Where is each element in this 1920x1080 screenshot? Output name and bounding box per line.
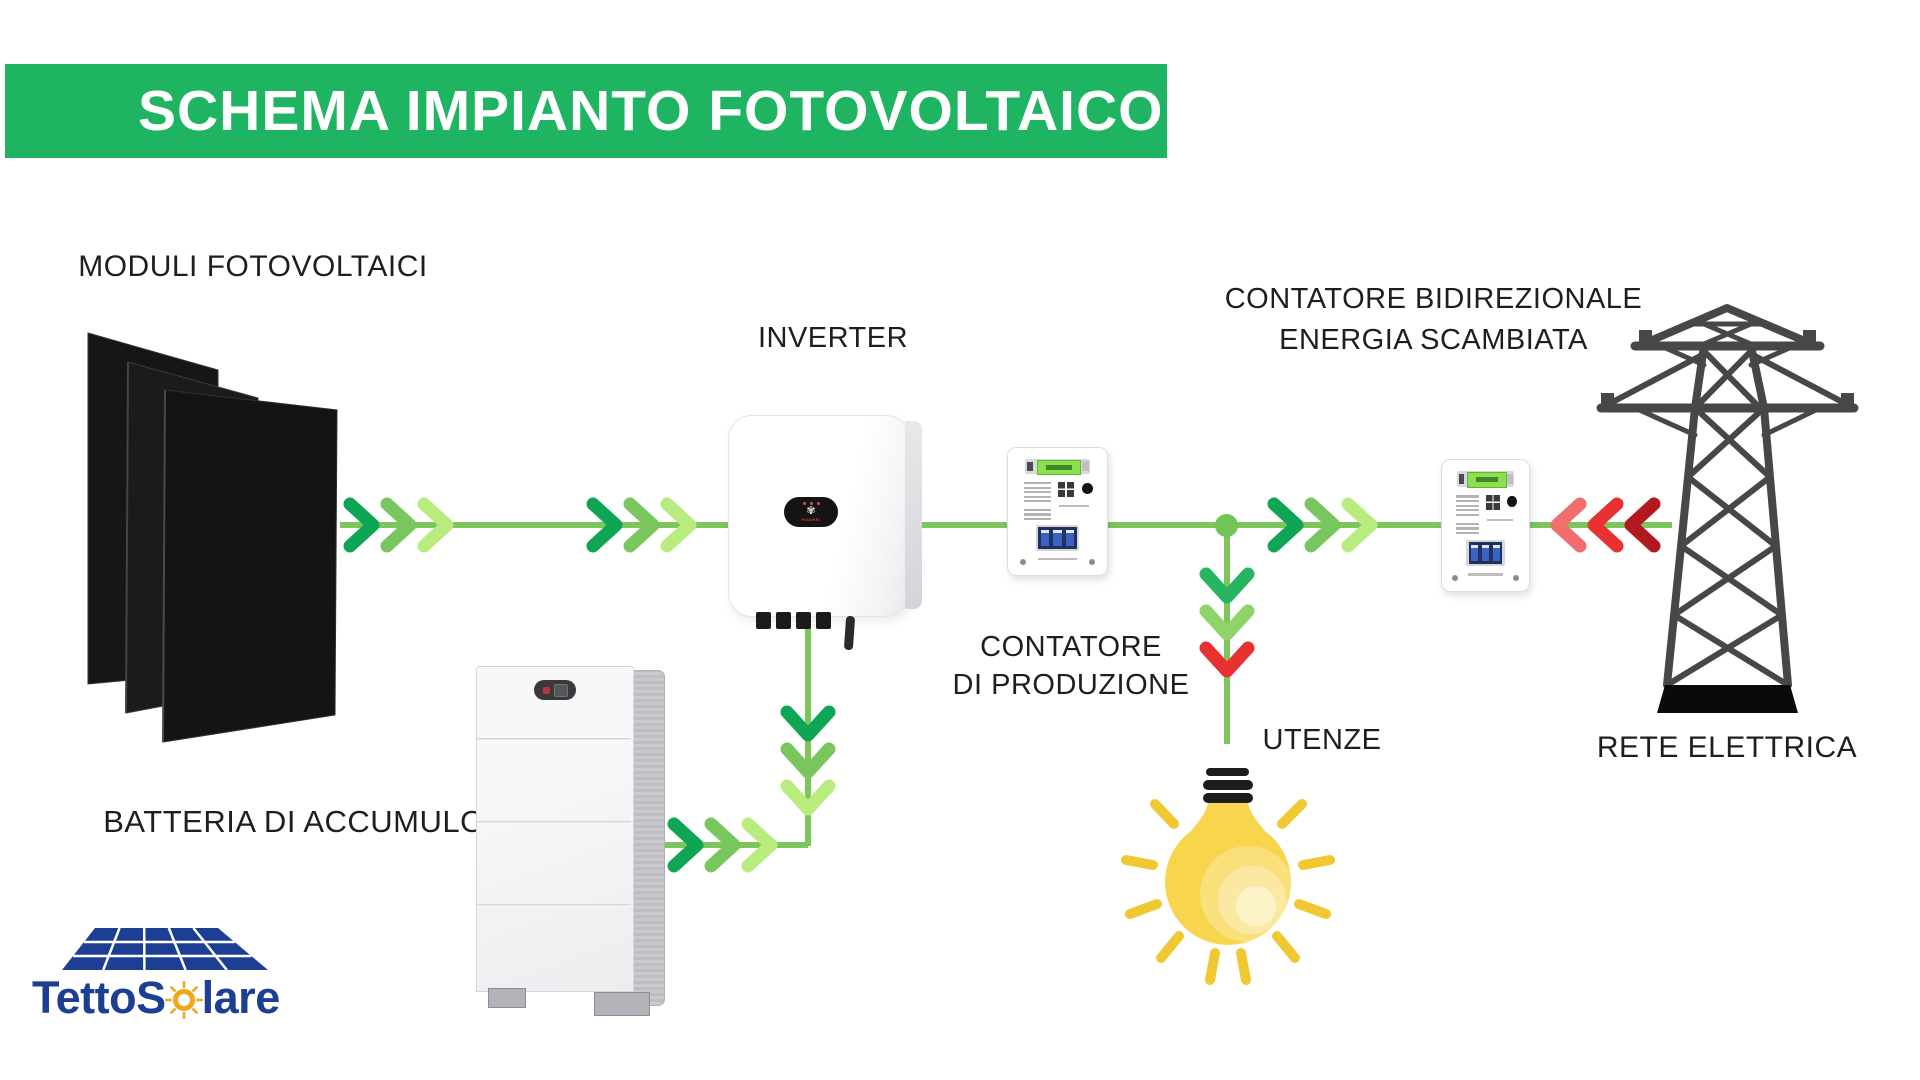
meter-qr-code <box>1058 482 1075 497</box>
flow-arrows-to-exchange-meter-icon <box>1267 497 1378 553</box>
battery-foot <box>488 988 526 1008</box>
label-production-meter: CONTATORE DI PRODUZIONE <box>946 628 1196 704</box>
meter-screw <box>1019 559 1026 566</box>
meter-round-button <box>1082 482 1094 494</box>
huawei-wordmark: HUAWEI <box>801 517 821 522</box>
battery-display <box>534 680 576 700</box>
meter-breaker <box>1038 527 1077 549</box>
title-banner: SCHEMA IMPIANTO FOTOVOLTAICO <box>5 64 1167 158</box>
logo-sun-icon <box>164 981 203 1019</box>
inverter-side-panel <box>905 421 922 609</box>
huawei-logo-icon: ✾ <box>806 505 816 517</box>
meter-button-left <box>1458 474 1465 484</box>
bulb-socket <box>1203 768 1253 803</box>
battery-module-divider <box>477 738 631 741</box>
meter-button-right <box>1507 473 1513 485</box>
bulb-rays <box>1121 799 1335 985</box>
meter-round-button <box>1507 496 1517 508</box>
meter-button-right <box>1082 461 1089 472</box>
exchange-meter-device <box>1441 459 1530 592</box>
battery-logo-icon <box>542 686 550 694</box>
production-meter-device <box>1007 447 1108 576</box>
label-inverter: INVERTER <box>757 322 909 354</box>
battery-device <box>476 664 665 1016</box>
inverter-antenna <box>843 615 856 651</box>
meter-button-left <box>1027 461 1034 471</box>
meter-lcd <box>1036 460 1082 475</box>
flow-arrows-panels-to-inverter-icon <box>343 497 454 553</box>
label-battery: BATTERIA DI ACCUMULO <box>103 804 485 839</box>
junction-dot <box>1215 514 1238 537</box>
battery-side-panel <box>631 670 665 1006</box>
battery-module-divider <box>477 821 631 824</box>
battery-front <box>476 666 634 992</box>
flow-arrows-from-grid-icon <box>1550 497 1661 553</box>
meter-screw <box>1513 574 1520 581</box>
label-exchange-meter-line1: CONTATORE BIDIREZIONALE <box>1224 283 1643 315</box>
inverter-connector <box>796 612 811 629</box>
battery-module-divider <box>477 904 631 907</box>
meter-qr-code <box>1486 495 1501 511</box>
solar-panels-icon <box>87 332 338 743</box>
label-grid: RETE ELETTRICA <box>1596 731 1858 764</box>
label-exchange-meter-line2: ENERGIA SCAMBIATA <box>1279 324 1588 356</box>
label-production-meter-line2: DI PRODUZIONE <box>952 669 1190 701</box>
power-pylon-icon <box>1596 304 1859 713</box>
tettosolare-roof-icon <box>62 927 268 971</box>
inverter-connector <box>776 612 791 629</box>
inverter-connector <box>756 612 771 629</box>
flow-arrows-to-loads-icon <box>1199 567 1255 678</box>
label-loads: UTENZE <box>1262 724 1382 756</box>
inverter-led-indicators <box>802 502 820 505</box>
meter-screw <box>1452 574 1459 581</box>
meter-brand-mark <box>1487 518 1514 522</box>
logo-text-prefix: TettoS <box>32 972 166 1023</box>
battery-foot <box>594 992 650 1016</box>
label-production-meter-line1: CONTATORE <box>980 631 1162 663</box>
inverter-display: ✾ HUAWEI <box>784 497 838 527</box>
main-bus-line <box>340 522 1672 528</box>
flow-arrows-into-inverter-icon <box>586 497 697 553</box>
label-modules: MODULI FOTOVOLTAICI <box>78 250 428 283</box>
tettosolare-wordmark: TettoS lare <box>32 972 280 1024</box>
label-exchange-meter: CONTATORE BIDIREZIONALE ENERGIA SCAMBIAT… <box>1206 279 1661 361</box>
meter-lcd <box>1467 472 1507 488</box>
flow-arrows-inverter-down-icon <box>780 705 836 816</box>
battery-indicator <box>553 683 568 697</box>
flow-arrows-battery-icon <box>667 817 778 873</box>
meter-screw <box>1089 559 1096 566</box>
inverter-connector <box>816 612 831 629</box>
meter-breaker <box>1468 541 1503 565</box>
meter-brand-mark <box>1059 505 1090 508</box>
light-bulb-icon <box>1121 768 1335 985</box>
logo-text-suffix: lare <box>201 972 281 1023</box>
page-title: SCHEMA IMPIANTO FOTOVOLTAICO <box>138 79 1164 143</box>
